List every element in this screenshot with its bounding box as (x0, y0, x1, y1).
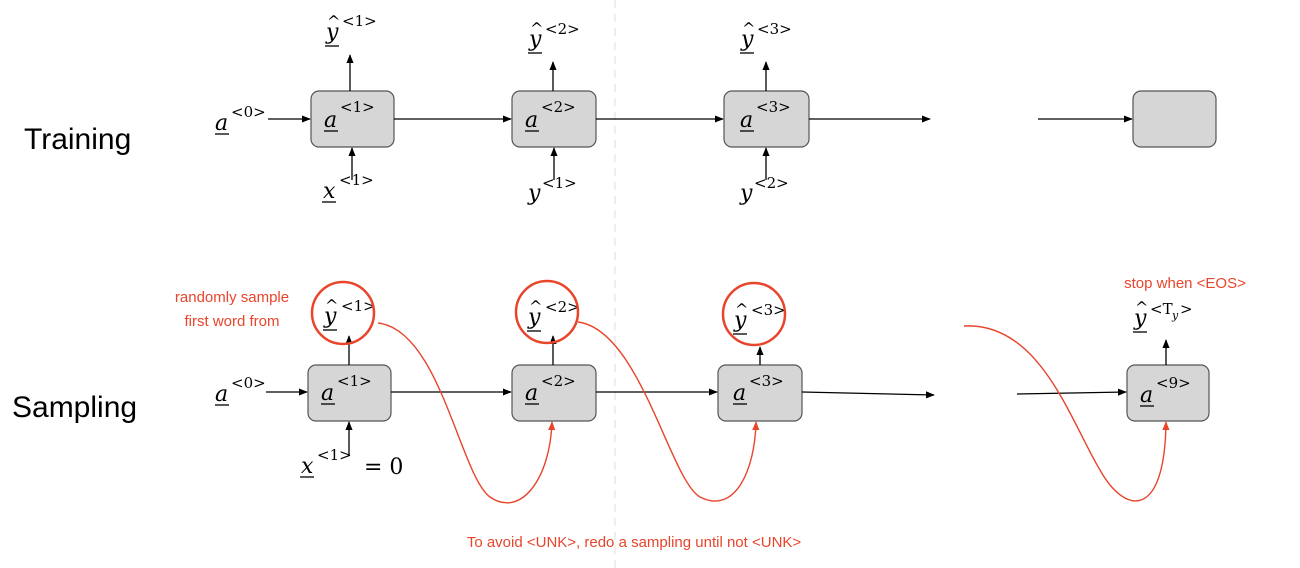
svg-text:^: ^ (530, 19, 543, 38)
svg-text:y: y (323, 304, 337, 329)
svg-text:<3>: <3> (751, 301, 786, 319)
svg-text:x: x (301, 454, 314, 479)
svg-text:y: y (740, 27, 754, 52)
sampling-yhat-3: y ^ <3> (733, 300, 786, 335)
svg-text:^: ^ (325, 296, 338, 315)
svg-text:<2>: <2> (541, 372, 576, 390)
svg-text:>: > (1180, 300, 1193, 318)
svg-text:a: a (1140, 383, 1153, 408)
sampling-cell-final-label: a <9> (1140, 374, 1191, 408)
highlight-circle-1 (310, 280, 376, 346)
svg-text:<1>: <1> (339, 171, 374, 189)
training-yhat-3: y ^ <3> (740, 19, 792, 54)
svg-text:<1>: <1> (317, 446, 352, 464)
training-row: a <0> a <1> a <2> a <3> y ^ <1> y (215, 12, 1217, 206)
svg-text:<2>: <2> (541, 98, 576, 116)
svg-text:= 0: = 0 (364, 455, 403, 480)
sampling-yhat-1: y ^ <1> (323, 296, 376, 331)
training-x1-input: x <1> (322, 171, 374, 204)
sampling-cell-3-label: a <3> (733, 372, 784, 406)
svg-text:a: a (733, 381, 746, 406)
svg-text:y: y (733, 308, 747, 333)
svg-text:a: a (525, 108, 538, 133)
svg-text:a: a (215, 111, 228, 136)
svg-text:a: a (324, 108, 337, 133)
svg-text:a: a (321, 381, 334, 406)
svg-text:<2>: <2> (754, 174, 789, 192)
svg-text:<1>: <1> (340, 98, 375, 116)
svg-text:<1>: <1> (342, 12, 377, 30)
svg-text:<2>: <2> (545, 298, 580, 316)
svg-text:^: ^ (735, 300, 748, 319)
svg-text:<2>: <2> (545, 20, 580, 38)
sampling-yhat-2: y ^ <2> (527, 297, 580, 332)
svg-text:^: ^ (742, 19, 755, 38)
svg-text:y: y (527, 181, 541, 206)
svg-text:<0>: <0> (231, 374, 266, 392)
feedback-curve-1 (377, 322, 556, 504)
training-y2-input: y <2> (739, 174, 789, 206)
svg-text:y: y (325, 20, 339, 45)
stop-eos-note: stop when <EOS> (1124, 275, 1246, 292)
training-y1-input: y <1> (527, 174, 577, 206)
feedback-curve-2 (577, 321, 760, 502)
svg-text:<3>: <3> (749, 372, 784, 390)
sampling-x1-input: x <1> = 0 (300, 446, 403, 480)
training-label: Training (24, 123, 131, 156)
sampling-row: a <0> a <1> a <2> a <3> a <9> y ^ (215, 296, 1210, 480)
sampling-a0-label: a <0> (215, 374, 266, 407)
svg-text:<9>: <9> (1156, 374, 1191, 392)
training-yhat-2: y ^ <2> (528, 19, 580, 54)
svg-text:y: y (528, 27, 542, 52)
svg-text:<3>: <3> (756, 98, 791, 116)
highlight-circle-2 (514, 279, 580, 345)
svg-text:y: y (527, 305, 541, 330)
svg-text:<3>: <3> (757, 20, 792, 38)
sampling-cell-1-label: a <1> (321, 372, 372, 406)
training-cell-final (1132, 90, 1217, 148)
training-cell-2-label: a <2> (525, 98, 576, 133)
sampling-label: Sampling (12, 391, 137, 424)
feedback-curve-final (963, 325, 1170, 502)
random-sample-note-line1: randomly sample (175, 289, 289, 306)
training-yhat-1: y ^ <1> (325, 12, 377, 47)
avoid-unk-note: To avoid <UNK>, redo a sampling until no… (467, 534, 802, 551)
sampling-cell-2-label: a <2> (525, 372, 576, 406)
svg-text:^: ^ (327, 12, 340, 31)
training-cell-3-label: a <3> (740, 98, 791, 133)
svg-text:a: a (215, 382, 228, 407)
svg-text:<T: <T (1150, 300, 1173, 318)
sampling-yhat-Ty: y ^ <T y > (1133, 298, 1193, 333)
svg-text:x: x (323, 179, 336, 204)
svg-text:y: y (739, 181, 753, 206)
svg-text:a: a (525, 381, 538, 406)
svg-text:<1>: <1> (337, 372, 372, 390)
training-a0-label: a <0> (215, 103, 266, 136)
svg-text:a: a (740, 108, 753, 133)
training-cell-1-label: a <1> (324, 98, 375, 133)
svg-text:<1>: <1> (341, 297, 376, 315)
svg-text:<1>: <1> (542, 174, 577, 192)
svg-text:y: y (1171, 309, 1179, 322)
svg-text:y: y (1133, 306, 1147, 331)
sampling-cell-final (1126, 364, 1210, 422)
random-sample-note-line2: first word from (184, 313, 279, 330)
highlight-circle-3 (721, 281, 787, 347)
svg-text:^: ^ (1135, 298, 1148, 317)
sampling-cell-2 (511, 364, 597, 422)
annotations: randomly sample first word from stop whe… (175, 275, 1246, 551)
svg-text:<0>: <0> (231, 103, 266, 121)
svg-text:^: ^ (529, 297, 542, 316)
